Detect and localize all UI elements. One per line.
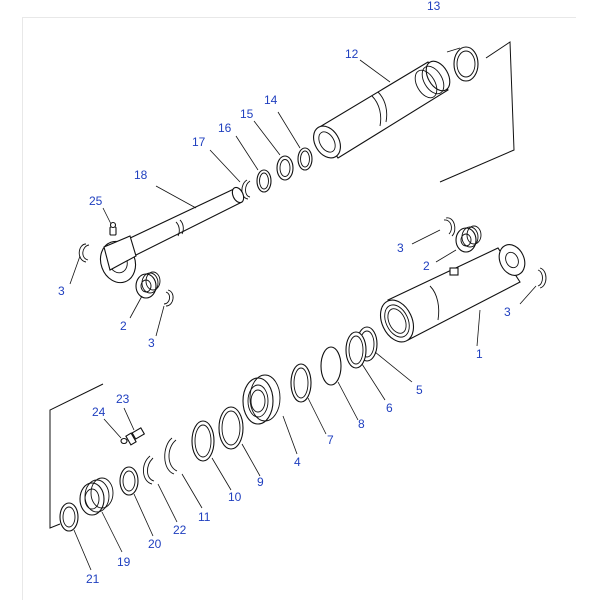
callout-13: 13: [427, 0, 441, 13]
callout-15: 15: [240, 107, 254, 121]
callout-3-left-upper: 3: [58, 284, 65, 298]
callout-25: 25: [89, 194, 103, 208]
group-border-lower: [49, 383, 104, 529]
part-1-cylinder-body: [379, 244, 526, 347]
part-3-snap-ring-a: [69, 243, 90, 285]
part-3-snap-ring-b: [155, 289, 174, 337]
part-8-ring: [320, 346, 359, 421]
part-10-ring: [191, 420, 232, 491]
callout-4: 4: [294, 455, 301, 469]
group-border-upper: [439, 41, 515, 183]
part-11-snap-ring: [164, 437, 203, 509]
part-2-bushing-a: [129, 271, 161, 319]
callout-21: 21: [86, 572, 100, 586]
callout-7: 7: [327, 433, 334, 447]
part-23-bolt: [123, 407, 146, 446]
part-17-snap-ring: [209, 149, 251, 200]
part-9-wear-ring: [218, 406, 261, 477]
part-16-ring: [235, 135, 272, 193]
callout-23: 23: [116, 392, 130, 406]
callout-18: 18: [134, 168, 148, 182]
part-22-snap-ring: [143, 455, 178, 523]
part-3-snap-ring-d: [519, 267, 547, 305]
callout-5: 5: [416, 383, 423, 397]
diagram-frame: [22, 17, 576, 600]
part-19-gland: [79, 477, 123, 553]
callout-20: 20: [148, 537, 162, 551]
callout-22: 22: [173, 523, 187, 537]
part-24-washer: [103, 418, 128, 445]
part-2-bushing-b: [435, 225, 482, 263]
callout-2-right: 2: [423, 259, 430, 273]
part-7-ring: [290, 363, 327, 435]
part-14-ring: [277, 111, 313, 171]
callout-12: 12: [345, 47, 359, 61]
callout-8: 8: [358, 417, 365, 431]
callout-19: 19: [117, 555, 131, 569]
callout-16: 16: [218, 121, 232, 135]
part-21-ring: [59, 502, 92, 571]
callout-9: 9: [257, 475, 264, 489]
callout-17: 17: [192, 135, 206, 149]
part-20-ring: [119, 466, 154, 537]
callout-10: 10: [228, 490, 242, 504]
part-25-grease-fitting: [102, 207, 117, 236]
callout-6: 6: [386, 401, 393, 415]
part-3-snap-ring-c: [411, 217, 456, 245]
part-12-tube: [313, 59, 451, 159]
callout-labels: 13 12 14 15 16 17 18 25 3 2 3 3 2 3 1 5 …: [58, 0, 511, 586]
part-13-ring: [446, 46, 479, 82]
callout-3-right-lower: 3: [504, 305, 511, 319]
callout-2-left: 2: [120, 319, 127, 333]
callout-3-right-upper: 3: [397, 241, 404, 255]
part-15-ring: [253, 120, 294, 181]
callout-24: 24: [92, 405, 106, 419]
callout-14: 14: [264, 93, 278, 107]
part-4-piston: [242, 374, 298, 455]
part-18-piston-rod: [99, 185, 245, 284]
part-6-ring: [345, 331, 386, 401]
callout-1: 1: [476, 347, 483, 361]
callout-11: 11: [198, 510, 211, 524]
callout-3-left-lower: 3: [148, 336, 155, 350]
